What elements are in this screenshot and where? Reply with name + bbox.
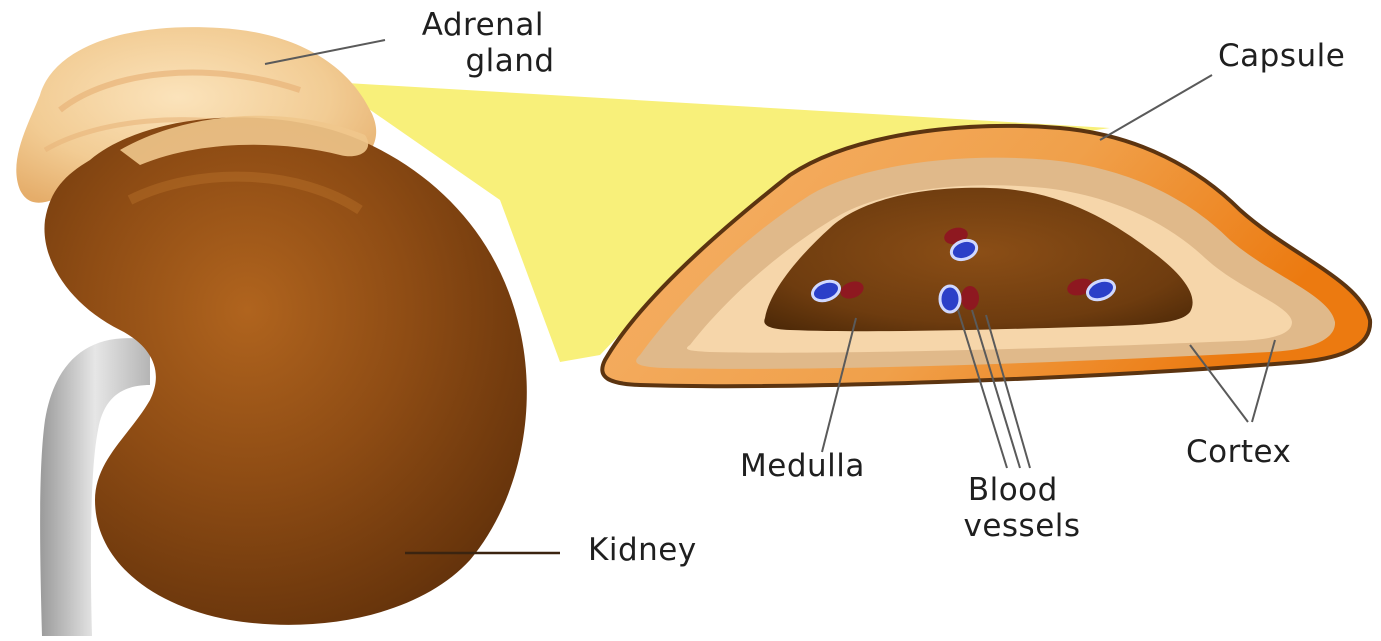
kidney-label: Kidney — [588, 532, 697, 568]
blood-vessels-label-line1: Blood — [968, 472, 1058, 508]
medulla-label: Medulla — [740, 448, 865, 484]
adrenal-gland-label-line2: gland — [465, 43, 554, 79]
adrenal-gland-label-line1: Adrenal — [422, 7, 544, 43]
capsule-leader — [1100, 75, 1212, 140]
cortex-label: Cortex — [1186, 434, 1291, 470]
blood-vessels-label-line2: vessels — [963, 508, 1080, 544]
blood-vessels-label: Blood vessels — [963, 472, 1080, 544]
adrenal-gland-label: Adrenal gland — [422, 7, 555, 79]
capsule-label: Capsule — [1218, 38, 1345, 74]
